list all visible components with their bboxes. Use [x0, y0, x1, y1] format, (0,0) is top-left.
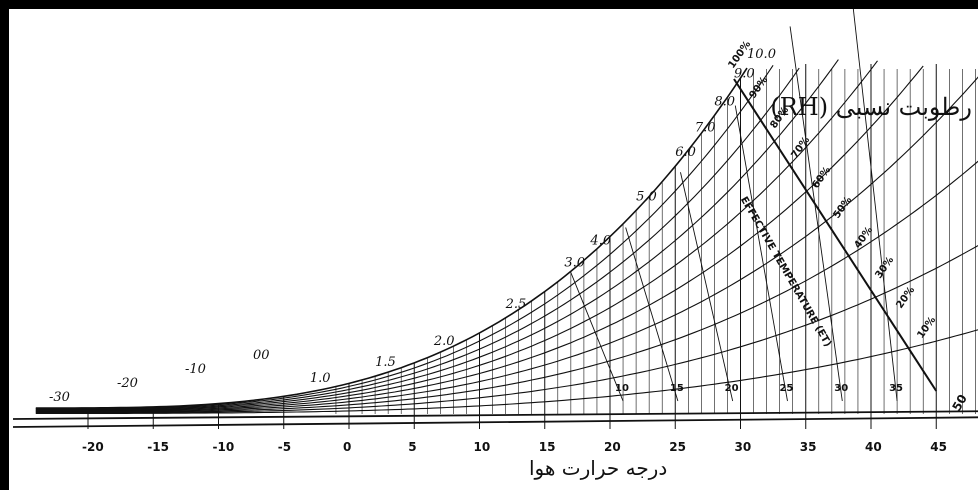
x-tick-label-20: 20 [604, 440, 621, 454]
vapor-pressure-label-7: 2.5 [505, 297, 527, 312]
vapor-pressure-label-2: -10 [185, 362, 206, 377]
rh-label-8: 20% [894, 285, 917, 311]
rh-label-6: 40% [852, 225, 875, 251]
vapor-pressure-label-1: -20 [117, 376, 138, 391]
x-tick-label-15: 15 [539, 440, 556, 454]
x-tick-label-5: 5 [408, 440, 416, 454]
rh-curve-40 [35, 76, 978, 413]
vapor-pressure-label-14: 9.0 [734, 67, 755, 82]
et-line-30 [789, 26, 843, 402]
et-line-label-30: 30 [834, 383, 848, 394]
et-line-35 [852, 9, 898, 402]
et-line-label-25: 25 [779, 383, 793, 394]
x-tick-label--20: -20 [82, 440, 104, 454]
vapor-pressure-label-0: -30 [49, 390, 70, 405]
x-tick-label-35: 35 [800, 440, 817, 454]
rh-label-5: 50% [831, 195, 854, 221]
x-tick-label-30: 30 [735, 440, 752, 454]
vapor-pressure-label-4: 1.0 [310, 371, 331, 386]
rh-curve-70 [35, 59, 839, 411]
x-tick-label-25: 25 [669, 440, 686, 454]
vapor-pressure-label-12: 7.0 [695, 121, 716, 136]
vapor-pressure-label-10: 5.0 [636, 189, 657, 204]
vapor-pressure-label-3: 00 [253, 348, 270, 363]
rh-curve-30 [35, 160, 978, 413]
vapor-pressure-label-6: 2.0 [433, 334, 455, 349]
vapor-pressure-label-5: 1.5 [375, 355, 396, 370]
rh-curve-90 [35, 64, 774, 410]
et-line-label-35: 35 [889, 383, 903, 394]
vapor-pressure-label-13: 8.0 [714, 95, 735, 110]
x-tick-label--5: -5 [278, 440, 291, 454]
rh-curve-100 [35, 67, 748, 409]
et-line-20 [680, 172, 734, 402]
x-tick-label--15: -15 [147, 440, 169, 454]
vapor-pressure-label-8: 3.0 [564, 256, 585, 271]
et-line-10 [570, 272, 624, 402]
x-tick-label-0: 0 [343, 440, 351, 454]
x-axis-label: درجه حرارت هوا [529, 456, 668, 480]
x-tick-label--10: -10 [213, 440, 235, 454]
vapor-pressure-label-11: 6.0 [675, 145, 696, 160]
et-line-label-10: 10 [615, 383, 629, 394]
x-tick-label-40: 40 [865, 440, 882, 454]
et-line-label-15: 15 [670, 383, 684, 394]
rh-curve-80 [35, 67, 800, 410]
rh-curve-60 [35, 60, 878, 411]
vapor-pressure-label-9: 4.0 [589, 234, 611, 249]
chart-baseline-bottom [12, 416, 978, 428]
end-label: 50 [949, 392, 969, 413]
x-tick-label-45: 45 [930, 440, 947, 454]
x-tick-label-10: 10 [474, 440, 491, 454]
vapor-pressure-label-15: 10.0 [747, 47, 776, 62]
rh-label-7: 30% [873, 255, 896, 281]
et-line-25 [734, 105, 788, 402]
et-line-label-20: 20 [725, 383, 739, 394]
effective-temperature-axis [733, 78, 938, 392]
et-line-15 [625, 227, 679, 402]
chart-title: رطوبت نسبی (RH) [770, 93, 972, 121]
rh-label-9: 10% [915, 315, 938, 341]
